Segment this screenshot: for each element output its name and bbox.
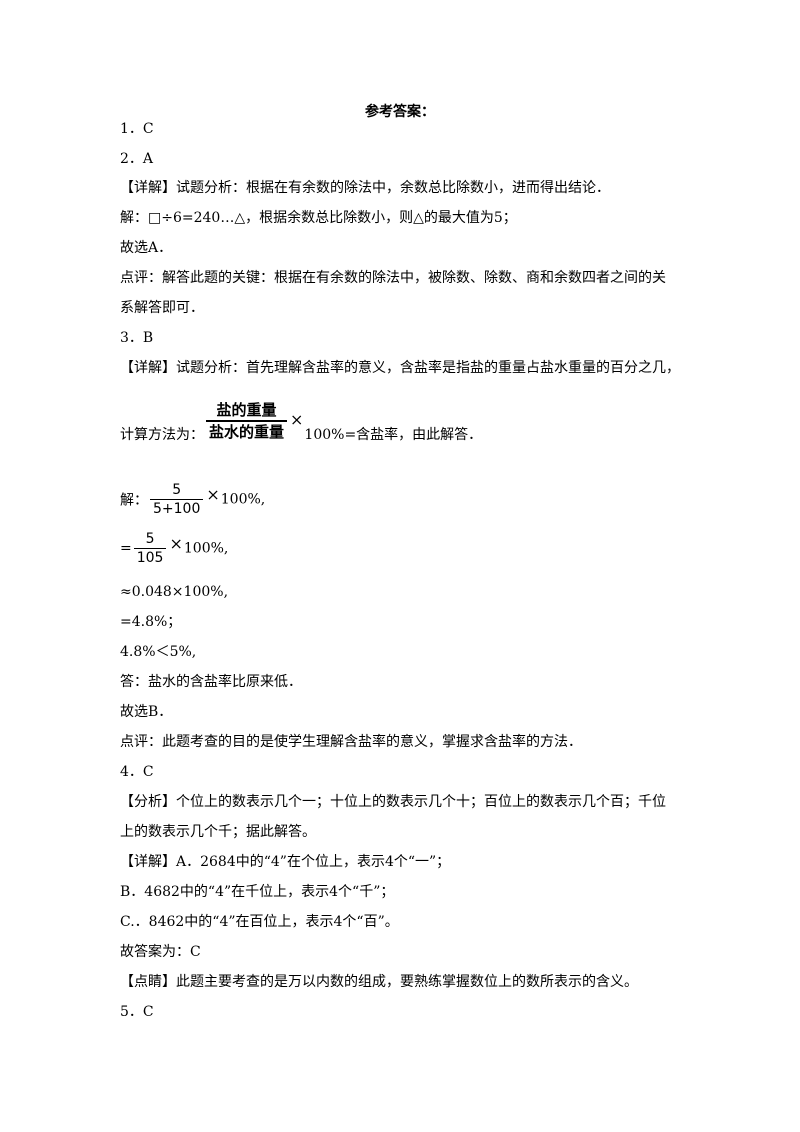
answer-5: 5．C: [120, 1004, 154, 1020]
fraction-denominator: 5+100: [153, 501, 201, 517]
detail-3: 【详解】试题分析：首先理解含盐率的意义，含盐率是指盐的重量占盐水重量的百分之几，: [120, 360, 680, 376]
detail-4-a: 【详解】A．2684中的“4”在个位上，表示4个“一”；: [120, 854, 451, 870]
answer-1: 1．C: [120, 121, 154, 137]
analysis-4-line1: 【分析】个位上的数表示几个一；十位上的数表示几个十；百位上的数表示几个百；千位: [120, 794, 666, 810]
fraction-numerator: 5: [150, 481, 204, 500]
choice-3: 故选B．: [120, 704, 173, 720]
analysis-4-line2: 上的数表示几个千；据此解答。: [120, 824, 316, 840]
formula-step-suffix: 100%,: [183, 540, 229, 557]
answer-3: 3．B: [120, 330, 154, 346]
key-point-4: 【点睛】此题主要考查的是万以内数的组成，要熟练掌握数位上的数所表示的含义。: [120, 974, 638, 990]
answer-4: 4．C: [120, 764, 154, 780]
times-sign: ×: [290, 410, 304, 429]
step-compare: 4.8%＜5%,: [120, 644, 197, 660]
final-answer-4: 故答案为：C: [120, 944, 201, 960]
formula-method-suffix: 100%=含盐率，由此解答．: [304, 427, 483, 443]
step-result: =4.8%；: [120, 614, 182, 630]
answer-2: 2．A: [120, 151, 154, 167]
formula-method-prefix: 计算方法为：: [120, 427, 204, 443]
formula-solution-prefix: 解：: [120, 492, 148, 509]
detail-4-c: C.．8462中的“4”在百位上，表示4个“百”。: [120, 914, 399, 930]
comment-3: 点评：此题考查的目的是使学生理解含盐率的意义，掌握求含盐率的方法．: [120, 734, 582, 750]
formula-method: 计算方法为：盐的重量盐水的重量×100%=含盐率，由此解答．: [120, 400, 482, 444]
detail-4-b: B．4682中的“4”在千位上，表示4个“千”；: [120, 884, 395, 900]
step-approx: ≈0.048×100%,: [120, 584, 229, 600]
fraction-salt-weight: 盐的重量盐水的重量: [206, 400, 288, 442]
formula-solution-suffix: 100%,: [220, 491, 266, 508]
times-sign: ×: [169, 533, 183, 553]
comment-2-line1: 点评：解答此题的关键：根据在有余数的除法中，被除数、除数、商和余数四者之间的关: [120, 270, 666, 286]
fraction-denominator: 盐水的重量: [209, 423, 285, 441]
answer-statement-3: 答：盐水的含盐率比原来低．: [120, 674, 302, 690]
page-title: 参考答案：: [365, 104, 435, 120]
solution-2: 解：□÷6=240…△，根据余数总比除数小，则△的最大值为5；: [120, 210, 517, 226]
formula-step-prefix: =: [120, 540, 132, 557]
fraction-numerator: 5: [133, 530, 167, 549]
times-sign: ×: [206, 484, 220, 504]
choice-2: 故选A．: [120, 240, 173, 256]
fraction-numerator: 盐的重量: [206, 400, 288, 422]
detail-2: 【详解】试题分析：根据在有余数的除法中，余数总比除数小，进而得出结论．: [120, 180, 610, 196]
comment-2-line2: 系解答即可．: [120, 300, 204, 316]
fraction-denominator: 105: [136, 550, 164, 566]
